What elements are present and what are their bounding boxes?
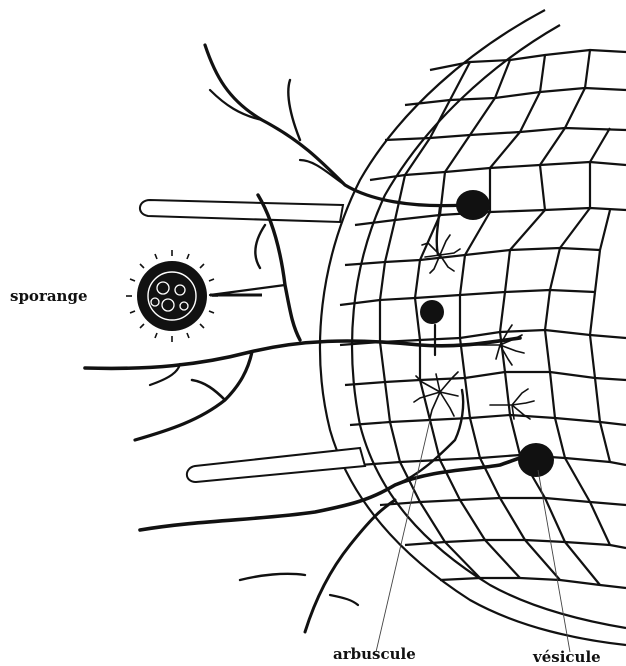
vesicle-bottom — [518, 443, 554, 477]
fungal-hyphae — [85, 45, 535, 632]
arbuscules — [414, 235, 534, 419]
label-sporange: sporange — [10, 287, 88, 305]
label-vesicule: vésicule — [533, 648, 601, 666]
vesicle-middle — [420, 300, 444, 324]
root-cortex-cells — [320, 10, 626, 645]
arbuscule-leader-line — [376, 420, 430, 652]
label-arbuscule: arbuscule — [333, 645, 416, 663]
sporangium — [126, 250, 262, 342]
vesicle-top — [456, 190, 490, 220]
